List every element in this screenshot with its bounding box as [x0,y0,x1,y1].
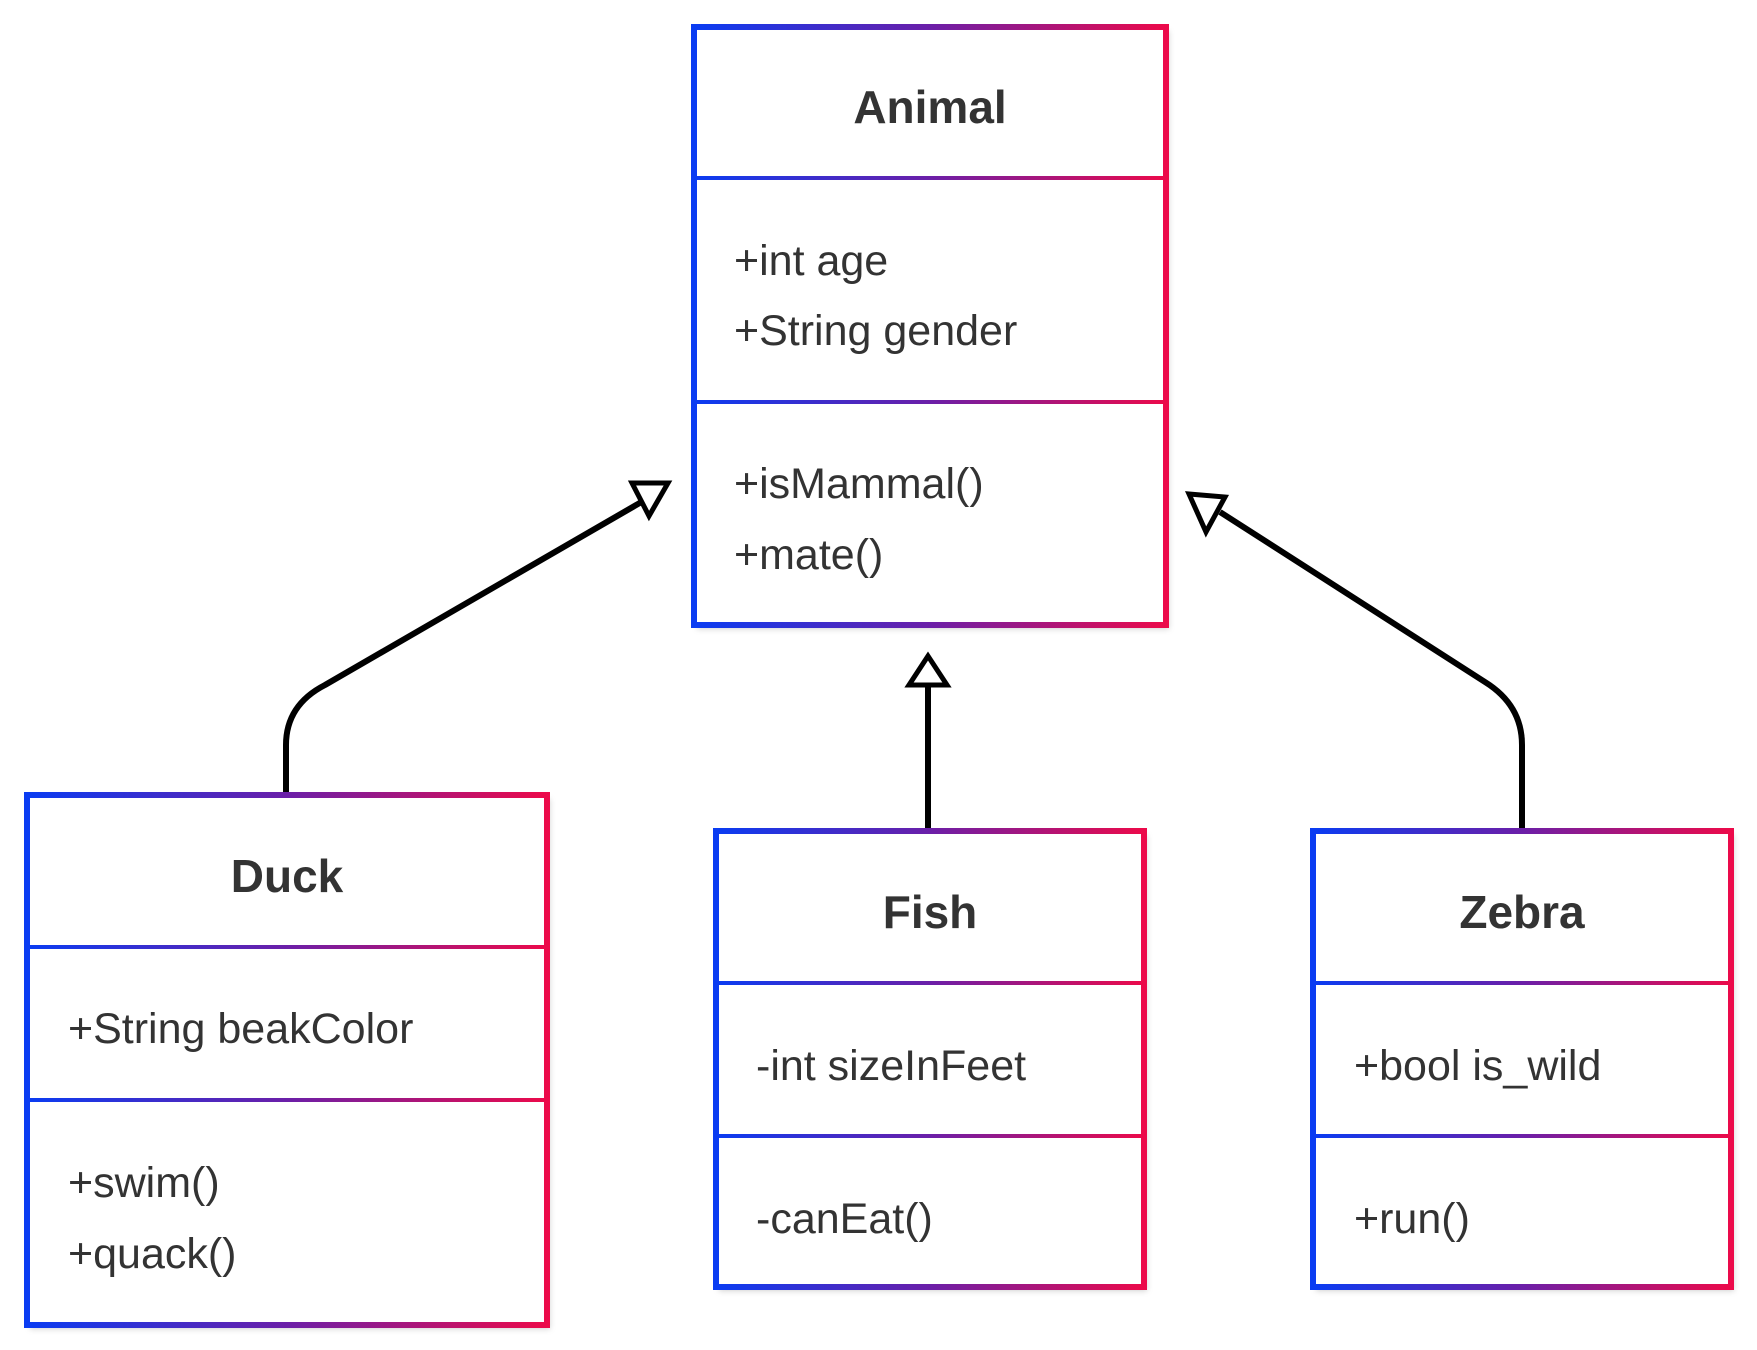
inheritance-edge-duck-animal [283,480,673,792]
class-box-fish[interactable]: Fish -int sizeInFeet -canEat() [713,828,1147,1290]
class-name: Zebra [1459,886,1585,938]
attribute: -int sizeInFeet [756,1042,1026,1090]
class-name: Animal [853,81,1006,133]
edge-line [283,494,652,792]
class-name: Duck [231,850,344,902]
hollow-triangle-arrowhead-icon [1184,491,1230,538]
edge-line [1218,509,1525,828]
inheritance-edge-zebra-animal [1184,491,1525,828]
method: +isMammal() [734,460,984,508]
method: +run() [1354,1195,1470,1243]
method: +quack() [68,1230,237,1278]
class-name: Fish [883,886,978,938]
inheritance-edge-fish-animal [904,651,952,828]
attribute: +bool is_wild [1354,1042,1601,1090]
class-box-animal[interactable]: Animal +int age +String gender +isMammal… [691,24,1169,628]
attribute: +String gender [734,307,1017,355]
attribute: +String beakColor [68,1005,413,1053]
method: -canEat() [756,1195,933,1243]
class-box-duck[interactable]: Duck +String beakColor +swim() +quack() [24,792,550,1328]
hollow-triangle-arrowhead-icon [904,651,952,688]
method: +swim() [68,1159,220,1207]
method: +mate() [734,531,883,579]
attribute: +int age [734,237,888,285]
hollow-triangle-arrowhead-icon [627,480,673,522]
class-box-zebra[interactable]: Zebra +bool is_wild +run() [1310,828,1734,1290]
